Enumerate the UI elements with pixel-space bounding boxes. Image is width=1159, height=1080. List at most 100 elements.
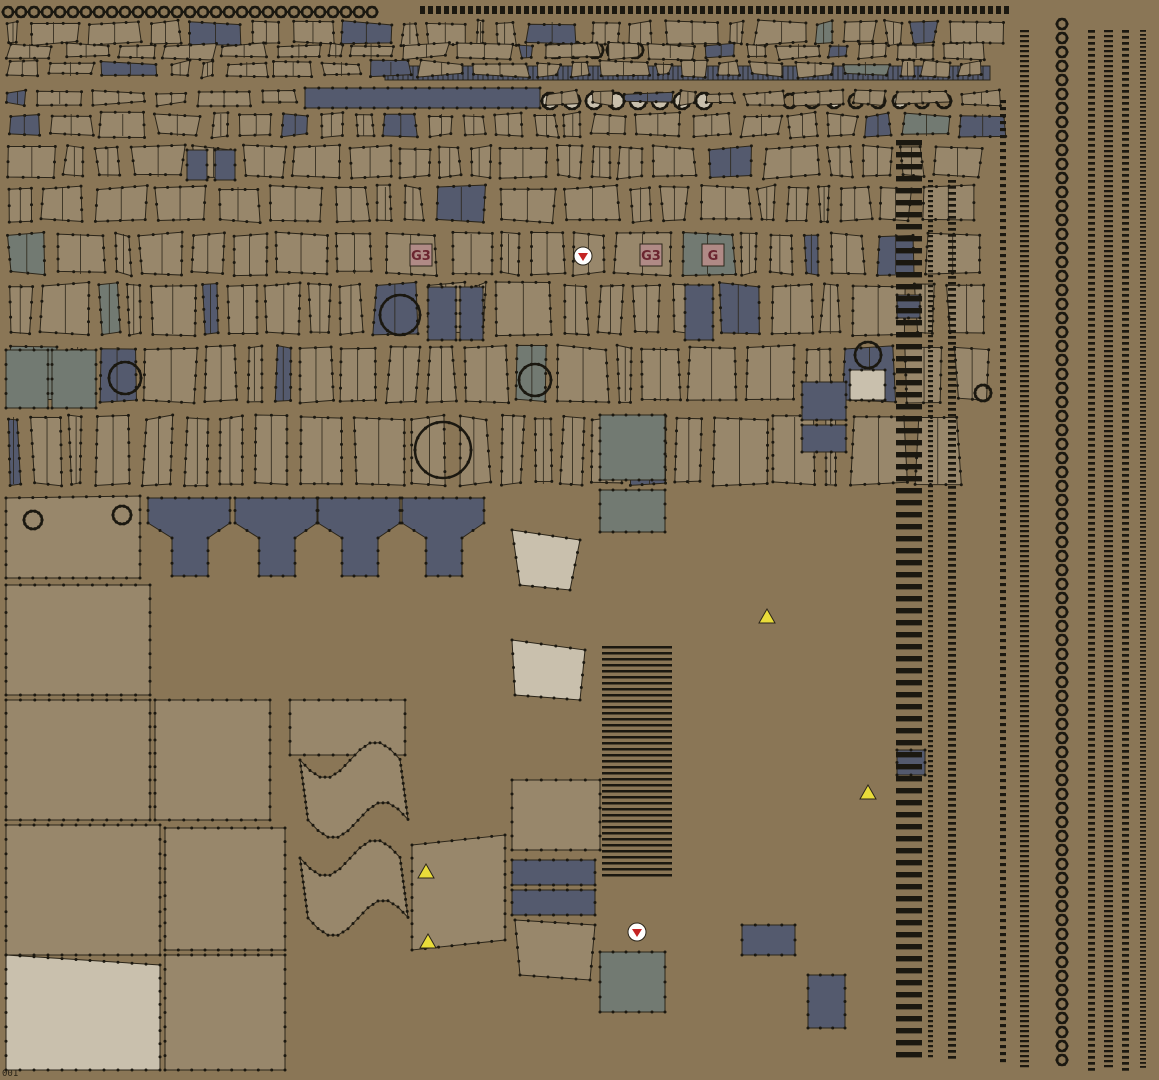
uv-strip-segment <box>1020 630 1029 633</box>
uv-strip-segment <box>602 646 672 649</box>
uv-vertex <box>47 693 51 697</box>
uv-vertex <box>137 369 142 373</box>
uv-vertex <box>113 363 117 368</box>
uv-vertex <box>863 340 867 344</box>
uv-vertex <box>60 484 64 488</box>
uv-vertex <box>676 58 680 62</box>
uv-vertex <box>694 90 697 94</box>
uv-island-face <box>919 59 951 78</box>
uv-vertex <box>895 316 899 320</box>
uv-vertex <box>682 107 687 111</box>
uv-vertex <box>733 346 737 350</box>
uv-vertex <box>232 219 235 222</box>
uv-vertex <box>47 56 51 60</box>
uv-vertex <box>188 31 191 35</box>
uv-vertex <box>673 480 677 484</box>
uv-vertex <box>50 392 54 395</box>
uv-vertex <box>673 94 678 98</box>
uv-vertex <box>62 818 66 822</box>
uv-vertex <box>190 258 194 262</box>
uv-vertex <box>454 399 458 403</box>
uv-vertex <box>416 75 419 79</box>
uv-vertex <box>780 62 784 66</box>
uv-vertex <box>207 232 211 236</box>
uv-vertex <box>340 549 344 553</box>
uv-vertex <box>138 283 142 287</box>
uv-vertex <box>957 135 961 139</box>
uv-strip-segment <box>1020 595 1029 598</box>
uv-vertex <box>63 10 67 14</box>
uv-vertex <box>4 738 8 742</box>
uv-vertex <box>888 122 892 126</box>
uv-vertex <box>815 450 819 454</box>
uv-strip-segment <box>602 742 672 745</box>
uv-vertex <box>547 62 551 66</box>
uv-strip-segment <box>1020 700 1029 703</box>
uv-vertex <box>66 10 70 14</box>
uv-vertex <box>376 536 380 540</box>
uv-vertex <box>567 107 572 111</box>
uv-vertex <box>313 233 317 237</box>
uv-vertex <box>616 358 620 361</box>
uv-vertex <box>663 502 667 506</box>
uv-vertex <box>68 455 72 459</box>
uv-vertex <box>304 44 308 48</box>
uv-vertex <box>284 60 288 64</box>
uv-vertex <box>786 114 790 118</box>
uv-vertex <box>72 270 76 274</box>
uv-vertex <box>771 453 775 457</box>
uv-vertex <box>133 14 138 18</box>
uv-vertex <box>366 906 370 910</box>
uv-ring-island <box>339 5 353 19</box>
uv-strip-segment <box>1020 105 1029 108</box>
uv-vertex <box>98 495 102 499</box>
uv-island-face <box>712 417 769 487</box>
uv-vertex <box>871 398 875 402</box>
uv-island <box>826 44 849 59</box>
uv-strip-segment <box>1020 560 1029 563</box>
uv-vertex <box>747 60 751 64</box>
uv-vertex <box>440 285 444 289</box>
uv-vertex <box>848 95 852 99</box>
uv-island <box>97 110 146 139</box>
uv-vertex <box>277 20 281 24</box>
uv-strip-segment <box>444 6 449 14</box>
uv-vertex <box>390 417 394 421</box>
uv-vertex <box>150 316 154 320</box>
uv-island <box>471 62 532 79</box>
uv-vertex <box>154 483 158 487</box>
uv-vertex <box>49 131 52 135</box>
uv-island <box>747 60 784 79</box>
uv-vertex <box>728 40 732 44</box>
uv-vertex <box>156 218 160 222</box>
uv-vertex <box>226 122 230 126</box>
uv-vertex <box>435 475 439 479</box>
uv-vertex <box>31 455 35 459</box>
uv-strip-segment <box>1020 150 1029 153</box>
uv-vertex <box>325 259 329 263</box>
uv-vertex <box>285 414 289 418</box>
uv-vertex <box>307 6 312 10</box>
uv-vertex <box>719 318 723 322</box>
uv-vertex <box>197 90 201 94</box>
uv-strip-segment <box>1020 650 1029 653</box>
uv-vertex <box>410 869 414 873</box>
uv-vertex <box>143 444 147 448</box>
uv-vertex <box>753 270 757 274</box>
uv-vertex <box>979 383 983 387</box>
uv-vertex <box>5 91 9 95</box>
uv-vertex <box>544 372 548 375</box>
uv-vertex <box>935 101 939 104</box>
uv-vertex <box>448 574 452 578</box>
uv-vertex <box>599 284 603 288</box>
uv-island-face <box>30 416 63 487</box>
uv-vertex <box>268 738 272 742</box>
uv-vertex <box>417 233 421 237</box>
uv-vertex <box>806 61 810 65</box>
uv-vertex <box>148 666 152 669</box>
uv-vertex <box>712 443 716 447</box>
uv-vertex <box>410 909 414 913</box>
uv-vertex <box>628 231 632 235</box>
uv-vertex <box>743 115 747 119</box>
